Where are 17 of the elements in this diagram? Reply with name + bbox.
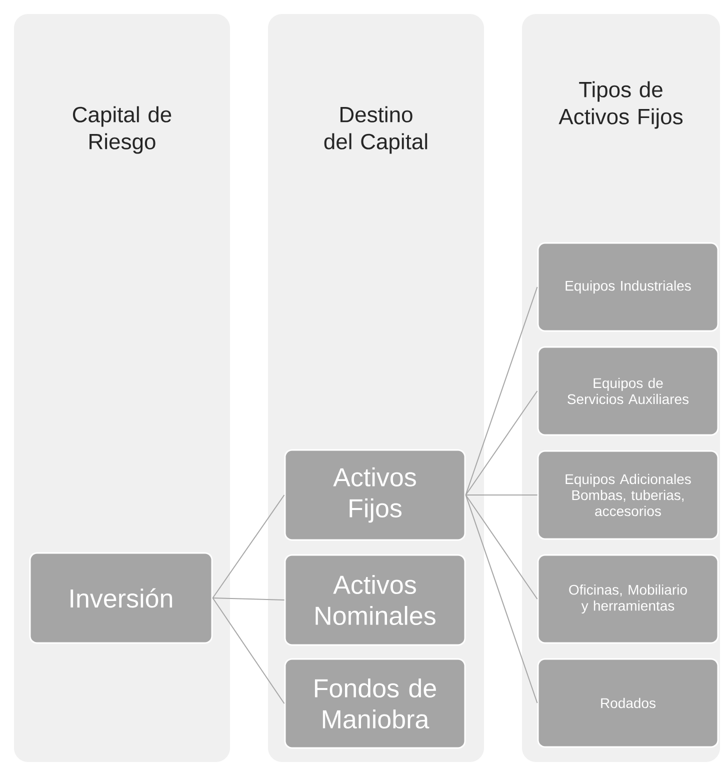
connector-line (465, 286, 538, 496)
connector-line (465, 390, 538, 496)
process-box: Activos Fijos (284, 449, 466, 541)
connector-line (212, 494, 285, 598)
connector-line (212, 598, 285, 600)
connector-line (465, 494, 538, 496)
connector-line (465, 494, 538, 600)
connector-line (465, 494, 538, 704)
process-box: Inversión (29, 552, 213, 644)
process-box: Fondos de Maniobra (284, 658, 466, 749)
process-box: Oficinas, Mobiliario y herramientas (537, 554, 719, 644)
process-box: Activos Nominales (284, 554, 466, 646)
process-box: Equipos de Servicios Auxiliares (537, 346, 719, 436)
process-box: Equipos Industriales (537, 242, 719, 332)
process-box: Equipos Adicionales Bombas, tuberias, accesorios (537, 450, 719, 540)
process-box: Rodados (537, 658, 719, 748)
connector-line (212, 598, 285, 704)
